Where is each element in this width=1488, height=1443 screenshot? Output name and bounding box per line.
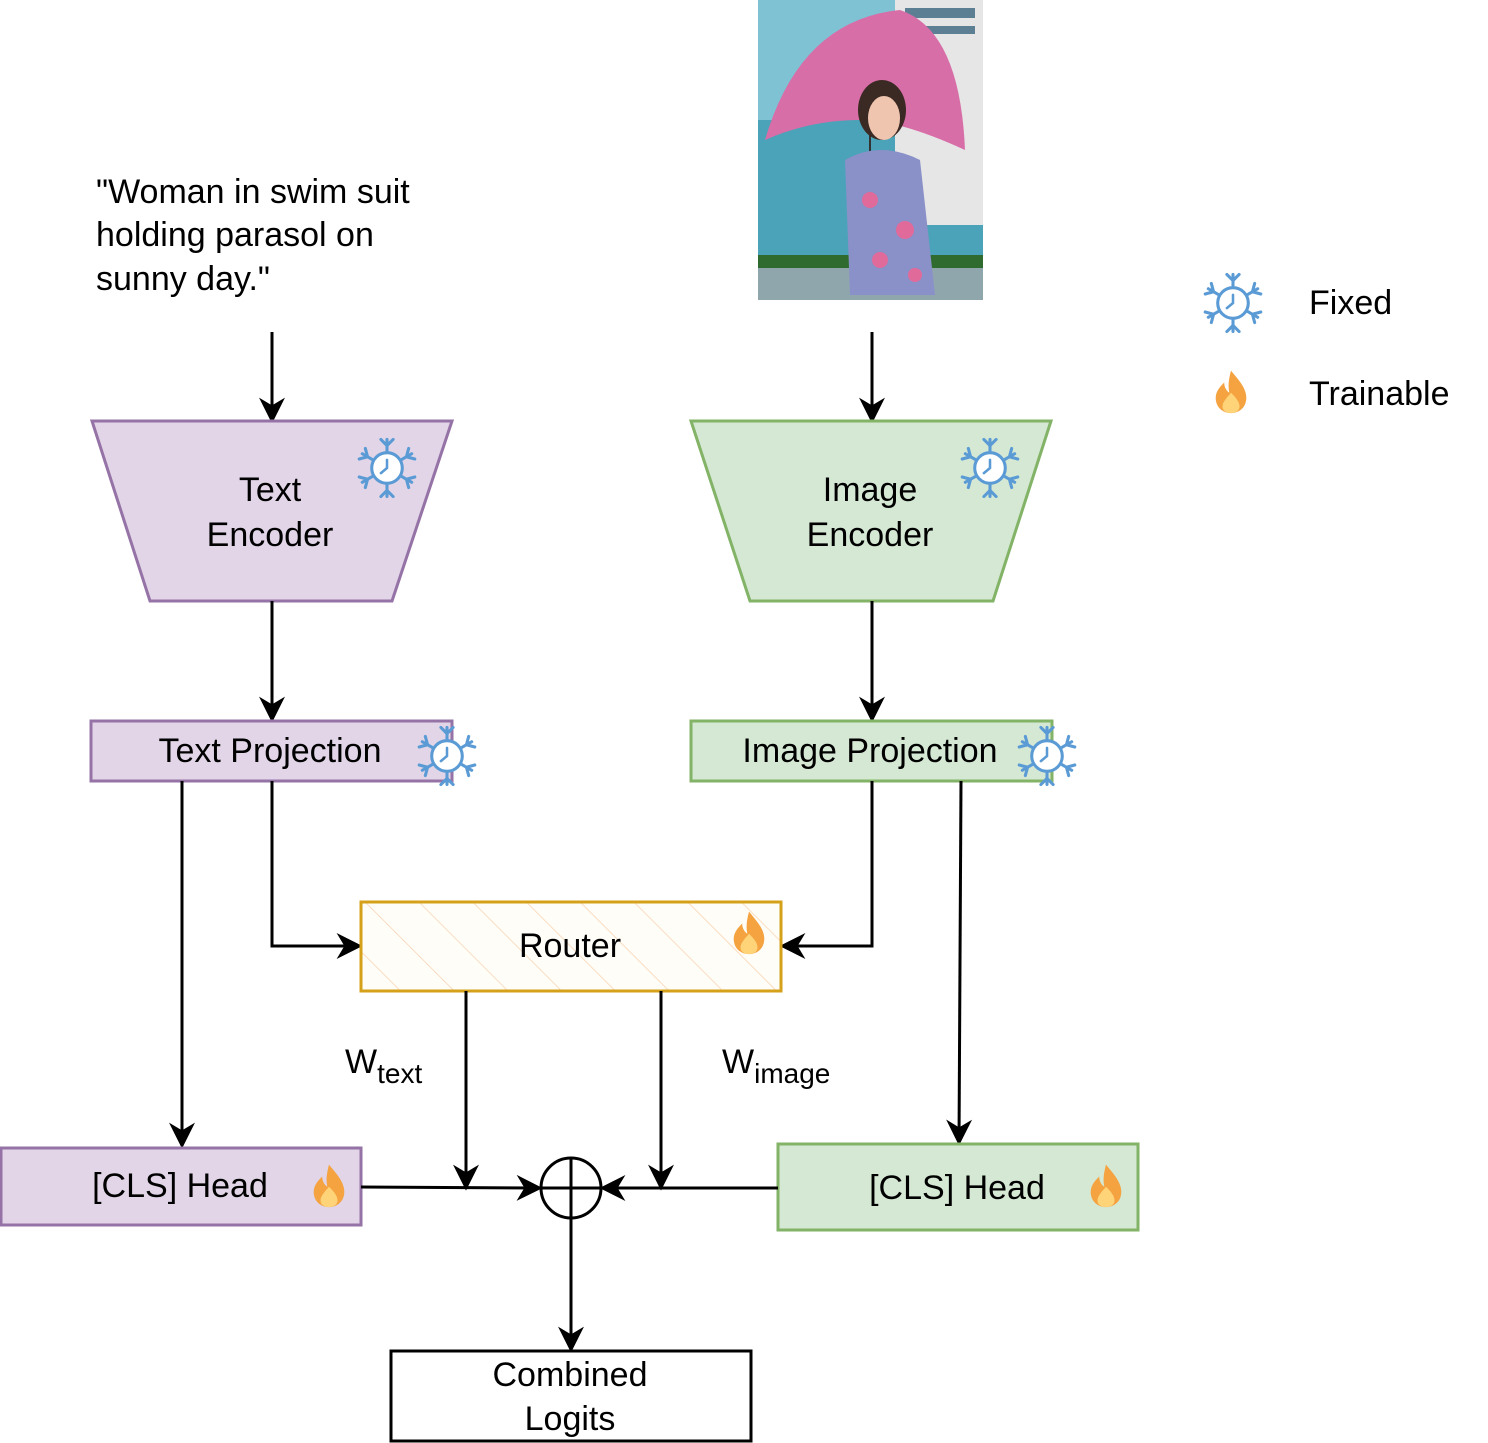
text-projection: Text Projection (89, 719, 477, 787)
text-cls-to-sum-arrow (360, 1174, 543, 1201)
image-projection-label: Image Projection (742, 732, 997, 770)
router: Router (359, 900, 783, 993)
combined-label-1: Combined (493, 1356, 648, 1394)
combined-label-2: Logits (525, 1400, 616, 1438)
image-encoder: Image Encoder (688, 419, 1054, 603)
router-label: Router (519, 927, 621, 965)
image-weight-label: Wimage (722, 1043, 830, 1089)
legend: Fixed Trainable (1203, 272, 1449, 414)
image-cls-head: [CLS] Head (776, 1142, 1140, 1232)
legend-trainable-label: Trainable (1309, 375, 1449, 413)
caption-line-2: holding parasol on (96, 216, 374, 254)
input-photo (758, 0, 983, 300)
text-cls-head: [CLS] Head (0, 1146, 363, 1227)
text-projection-to-router-arrow (270, 781, 363, 959)
text-encoder: Text Encoder (89, 419, 455, 603)
text-encoder-label-2: Encoder (207, 516, 334, 554)
image-encoder-label-2: Encoder (807, 516, 934, 554)
image-encoder-label-1: Image (823, 471, 918, 509)
text-projection-label: Text Projection (159, 732, 382, 770)
snowflake-icon (1203, 272, 1263, 334)
caption-text: "Woman in swim suit holding parasol on s… (96, 173, 410, 298)
text-weight-label: Wtext (345, 1043, 422, 1089)
text-cls-head-label: [CLS] Head (92, 1167, 268, 1205)
legend-fixed-label: Fixed (1309, 284, 1392, 322)
combined-logits: Combined Logits (389, 1349, 753, 1443)
image-projection: Image Projection (689, 719, 1077, 787)
text-encoder-label-1: Text (239, 471, 302, 509)
flame-icon (1215, 370, 1247, 414)
image-projection-to-router-arrow (779, 781, 874, 959)
image-projection-to-cls-arrow (946, 780, 973, 1146)
caption-line-1: "Woman in swim suit (96, 173, 410, 211)
caption-line-3: sunny day." (96, 260, 270, 298)
sum-node (539, 1156, 603, 1220)
image-cls-head-label: [CLS] Head (869, 1169, 1045, 1207)
